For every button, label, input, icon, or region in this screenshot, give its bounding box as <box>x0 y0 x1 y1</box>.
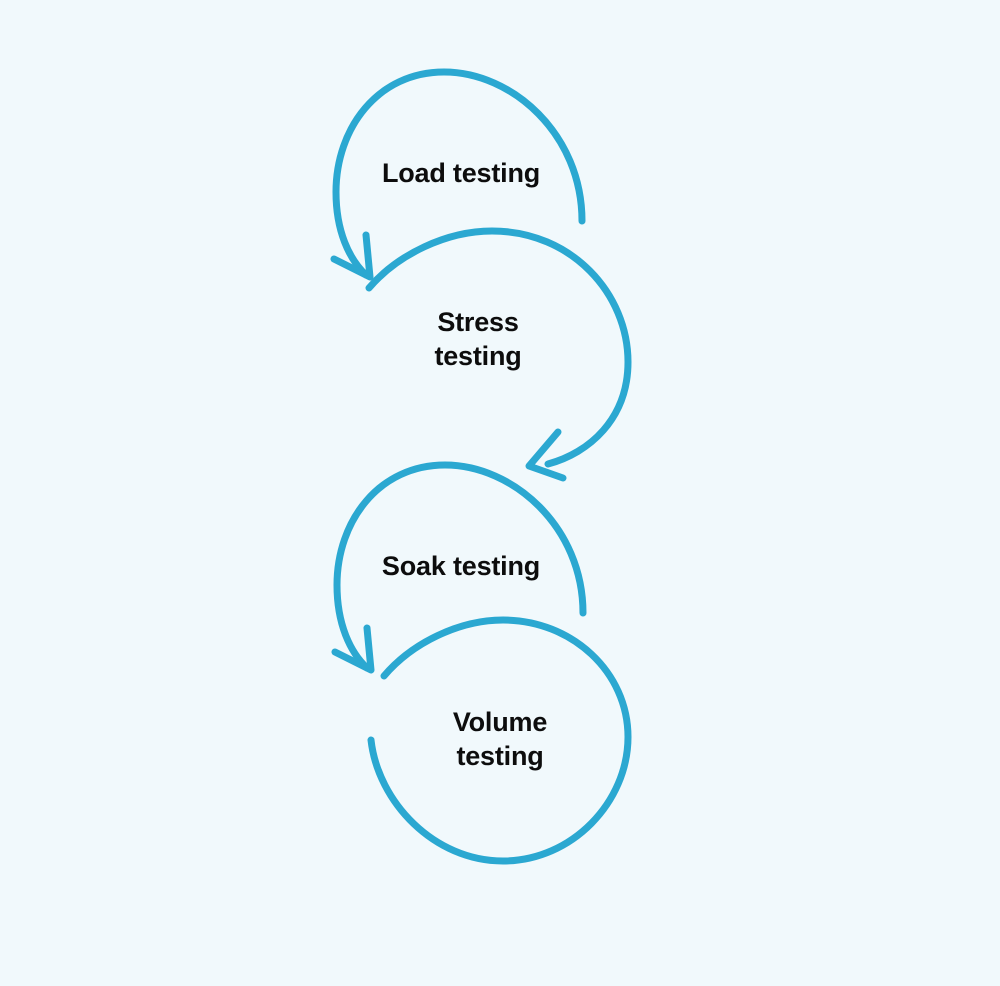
arc-path-stress-testing <box>365 227 632 468</box>
arrowhead-load-testing <box>330 231 374 281</box>
node-label-stress-testing: Stress testing <box>434 307 522 371</box>
arc-path-soak-testing <box>333 461 587 672</box>
node-label-load-testing: Load testing <box>381 158 541 188</box>
arc-path-load-testing <box>332 68 586 279</box>
arc-volume-testing <box>367 616 632 865</box>
arrowhead-soak-testing <box>331 624 375 674</box>
arrowhead-stress-testing <box>525 428 567 482</box>
arc-path-volume-testing <box>367 616 632 865</box>
node-label-volume-testing: Volume testing <box>452 707 548 771</box>
arc-stress-testing <box>365 227 632 482</box>
arc-soak-testing <box>331 461 587 674</box>
node-label-soak-testing: Soak testing <box>381 551 541 581</box>
arc-load-testing <box>330 68 586 281</box>
